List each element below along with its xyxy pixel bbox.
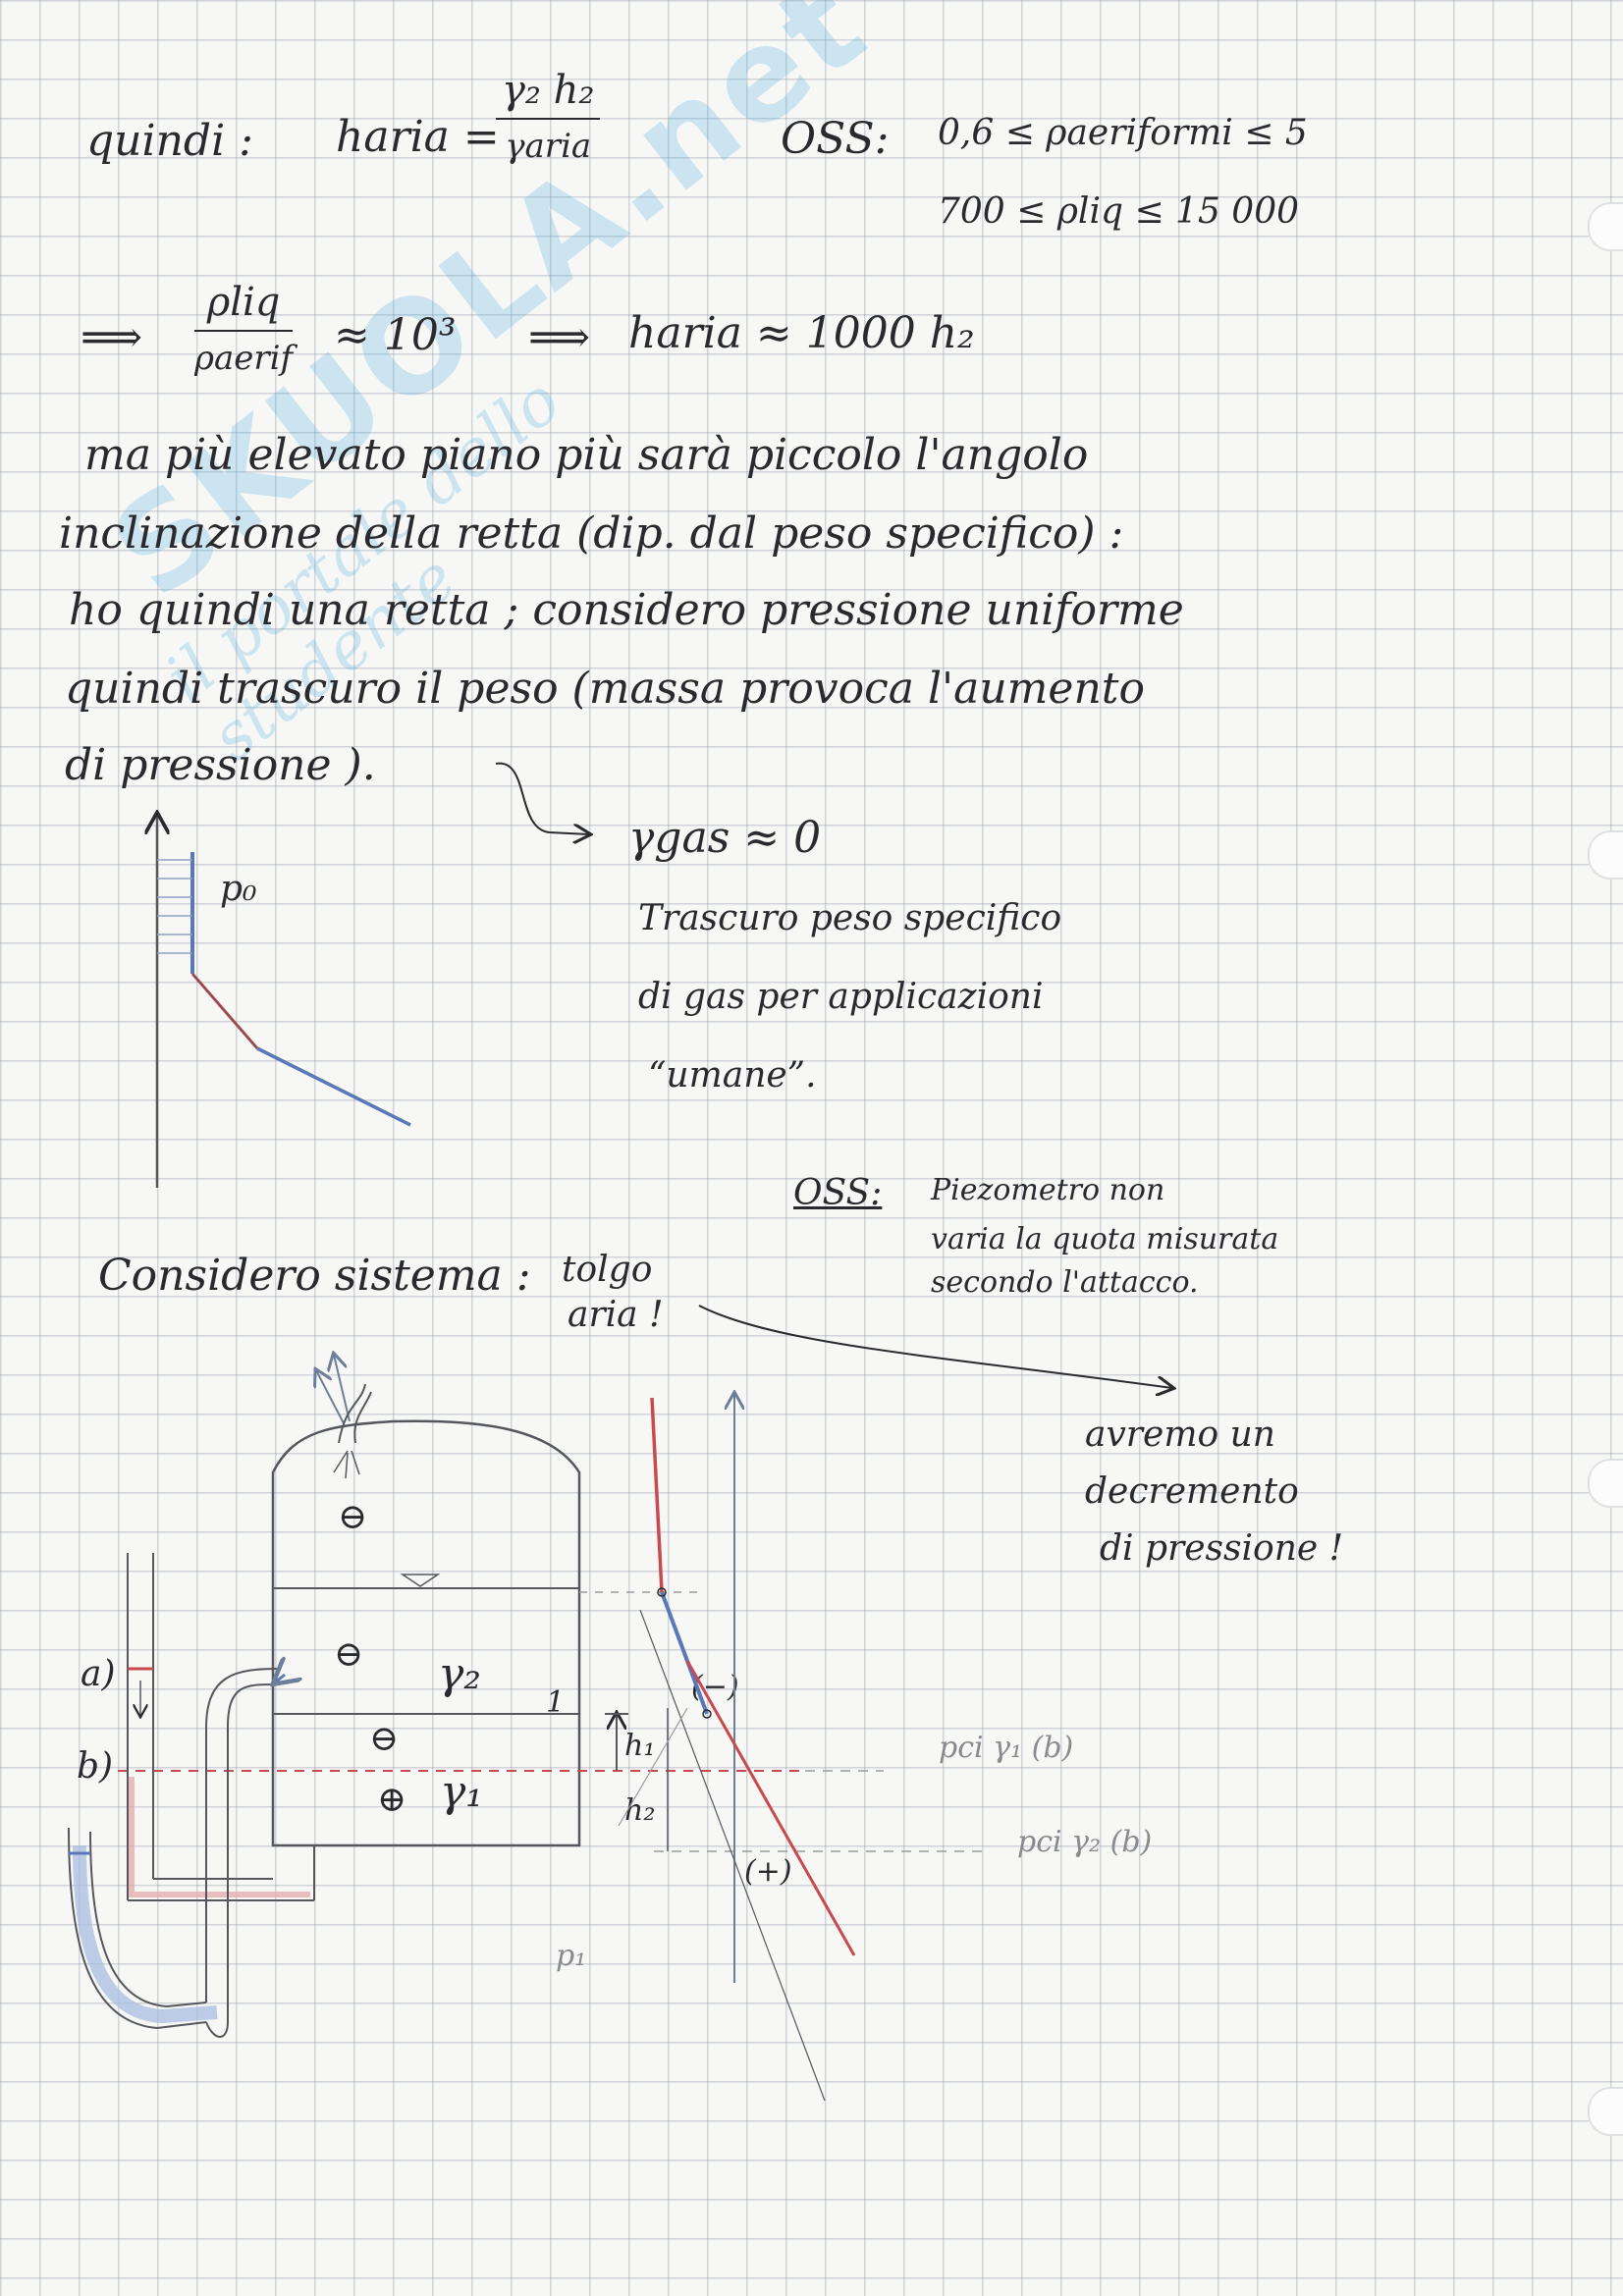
- pressure-graph-2: [619, 1394, 854, 2101]
- curved-arrow: [496, 764, 589, 834]
- pressure-graph-1: [157, 815, 410, 1188]
- long-arrow: [699, 1306, 1172, 1388]
- tank-diagram: [69, 1355, 982, 2037]
